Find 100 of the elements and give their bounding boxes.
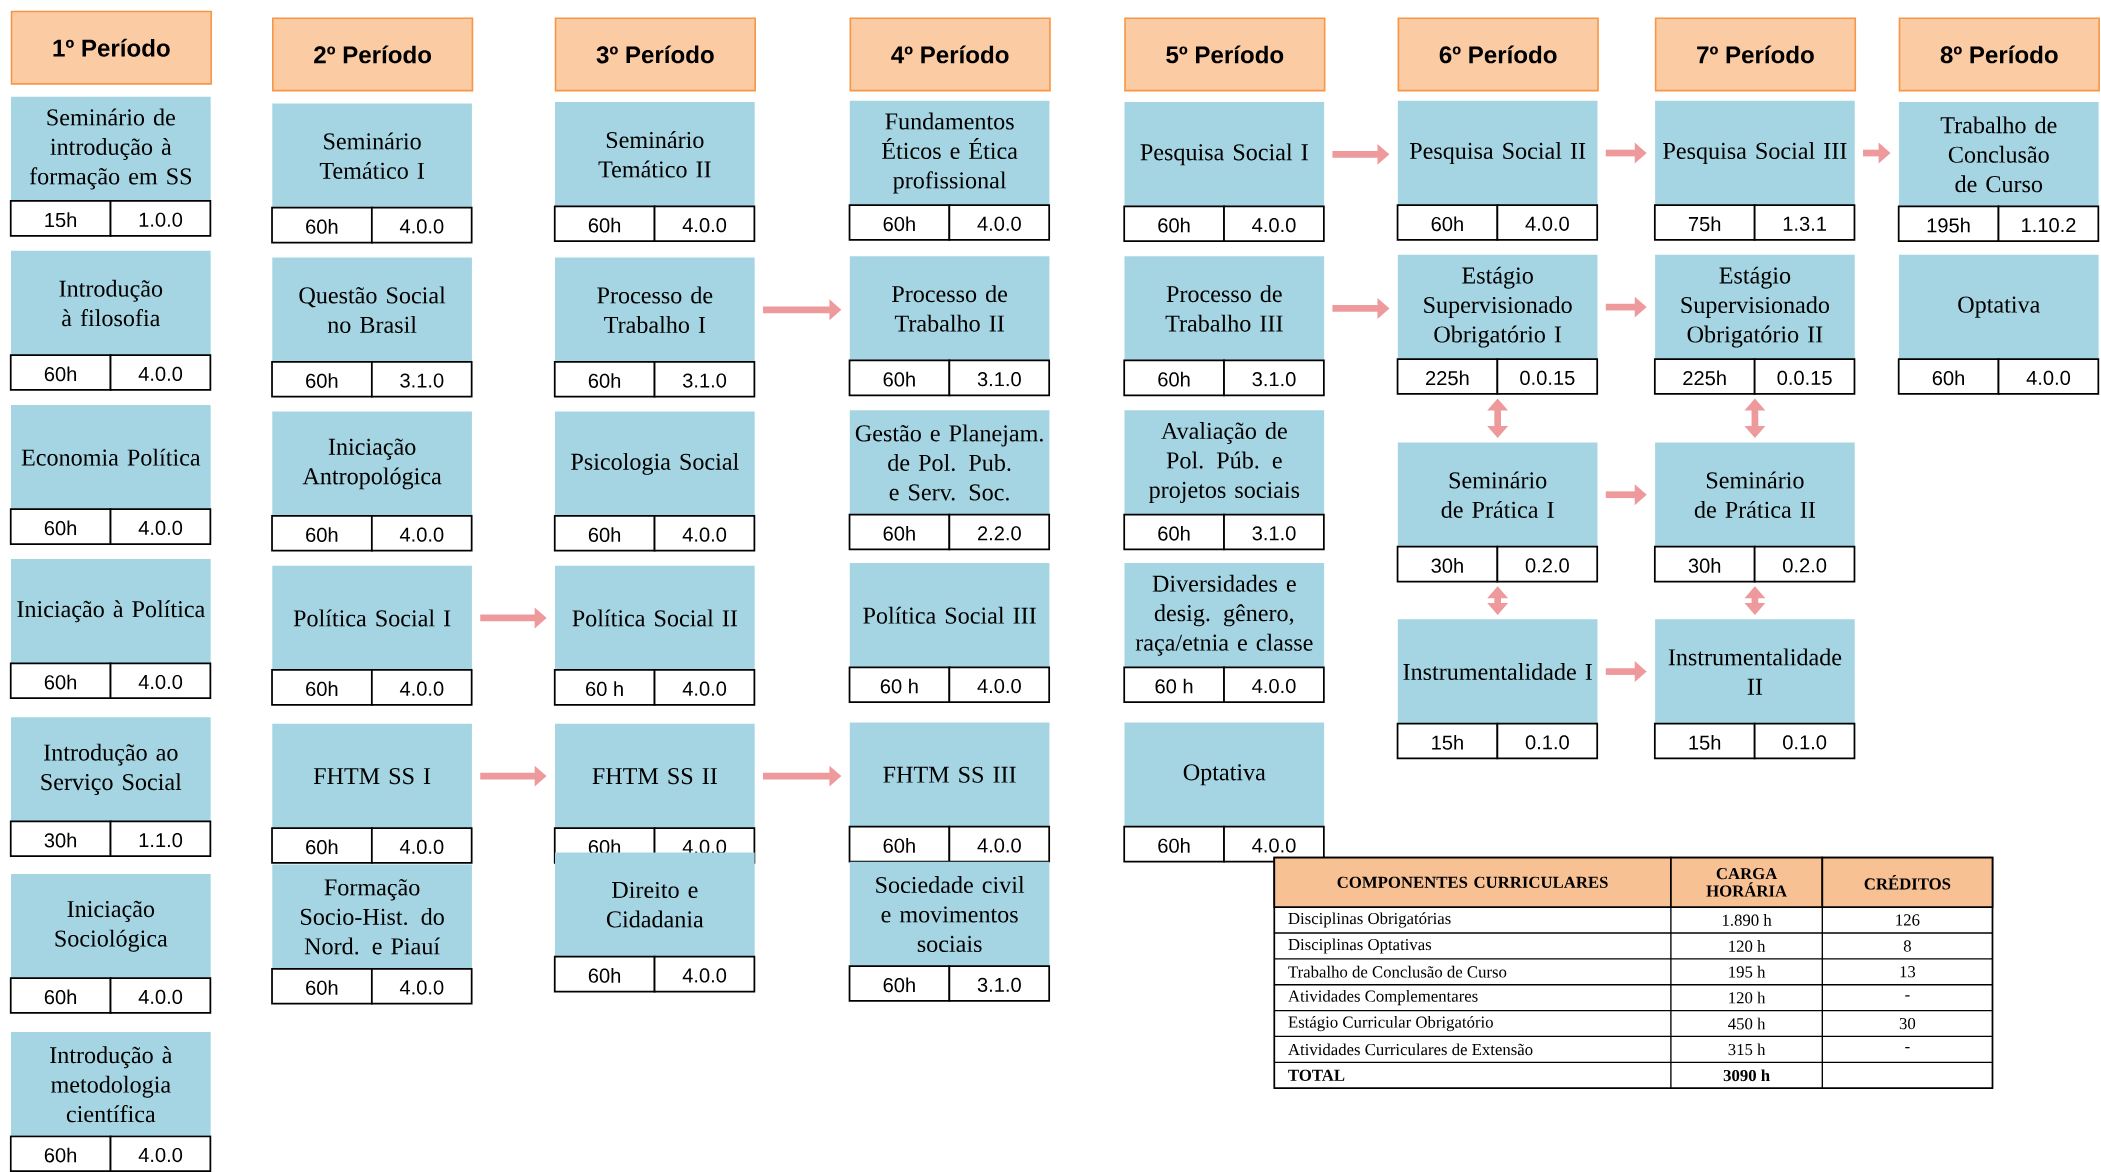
node-label: 4.0.0: [977, 216, 1021, 231]
node-label: 4.0.0: [399, 219, 444, 234]
course-box: Política Social I 60h 4.0.0: [271, 565, 473, 706]
node-label: 195h: [1927, 217, 1970, 233]
node-label: 1.1.0: [139, 832, 183, 848]
node-label: 4.0.0: [399, 980, 444, 995]
node-label: 60 h: [880, 678, 918, 694]
node-label: 60h: [883, 977, 915, 993]
table-text: Disciplinas Optativas: [1288, 938, 1432, 954]
table-text: Atividades Complementares: [1288, 989, 1478, 1005]
course-box: Fundamentos Éticos e Ética profissional 60h 4.0.0: [848, 100, 1051, 241]
course-box: Estágio Supervisionado Obrigatório I 225h 0.0.15: [1396, 254, 1599, 395]
node-label: 30h: [1431, 557, 1463, 573]
period-header: 5º Período: [1124, 17, 1326, 92]
course-box: Introdução à filosofia 60h 4.0.0: [9, 250, 212, 391]
node-label: 0.1.0: [1525, 735, 1569, 750]
node-label: 4.0.0: [682, 681, 727, 696]
course-box: Formação Socio-Hist. do Nord. e Piauí 60h 4.0.0: [271, 864, 473, 1005]
node-label: 4.0.0: [399, 839, 444, 854]
table-text: Estágio Curricular Obrigatório: [1288, 1015, 1493, 1031]
node-label: 4.0.0: [682, 968, 727, 983]
course-box: Política Social II 60 h 4.0.0: [553, 565, 756, 706]
node-label: 60h: [44, 674, 77, 690]
table-text: 120 h: [1729, 991, 1766, 1004]
node-label: 0.2.0: [1783, 558, 1827, 573]
node-label: 225h: [1683, 370, 1726, 386]
course-box: Economia Política 60h 4.0.0: [9, 404, 212, 545]
table-text: 30: [1899, 1017, 1916, 1029]
node-label: 60h: [588, 527, 621, 542]
period-header: 6º Período: [1397, 17, 1599, 92]
node-label: 4.0.0: [138, 989, 183, 1004]
node-label: 0.1.0: [1783, 735, 1827, 750]
table-text: 3090 h: [1723, 1069, 1770, 1081]
node-label: 3.1.0: [977, 371, 1021, 387]
period-header: 2º Período: [272, 17, 474, 92]
node-label: 4.0.0: [399, 681, 444, 696]
node-label: 4.0.0: [138, 674, 183, 689]
course-box: Sociedade civil e movimentos sociais 60h 3.1.0: [848, 861, 1051, 1002]
node-label: 0.0.15: [1520, 370, 1575, 385]
node-label: 60h: [883, 371, 915, 387]
node-label: 60h: [44, 989, 77, 1005]
node-label: 60h: [306, 979, 338, 995]
node-label: 4.0.0: [1525, 216, 1569, 231]
node-label: 60h: [306, 372, 338, 388]
course-box: Processo de Trabalho III 60h 3.1.0: [1123, 256, 1325, 396]
node-label: 4.0.0: [682, 217, 727, 233]
node-label: 15h: [45, 212, 77, 227]
node-label: 60h: [588, 372, 621, 388]
table-text: -: [1905, 1046, 1910, 1049]
course-box: Iniciação à Política 60h 4.0.0: [9, 558, 212, 699]
course-box: Pesquisa Social I 60h 4.0.0: [1123, 101, 1325, 242]
course-box: Diversidades e desig. gênero, raça/etnia e classe 60 h 4.0.0: [1123, 562, 1325, 703]
node-label: 3.1.0: [682, 373, 727, 388]
node-label: 4.0.0: [1252, 678, 1296, 693]
course-box: Política Social III 60 h 4.0.0: [848, 562, 1051, 703]
node-label: 15h: [1432, 734, 1463, 750]
table-text: -: [1905, 995, 1910, 997]
node-label: 1.3.1: [1783, 216, 1826, 231]
node-label: 60h: [588, 217, 621, 233]
course-box: Seminário Temático II 60h 4.0.0: [553, 101, 756, 242]
table-text: Disciplinas Obrigatórias: [1288, 912, 1451, 928]
node-label: 2.2.0: [977, 525, 1021, 541]
node-label: 60h: [1158, 837, 1190, 853]
table-text: 315 h: [1728, 1043, 1766, 1055]
table-text: 126: [1896, 914, 1920, 926]
node-label: 30h: [1688, 557, 1721, 573]
node-label: 60h: [1158, 371, 1190, 387]
course-box: Seminário Temático I 60h 4.0.0: [271, 103, 473, 244]
course-box: Seminário de Prática II 30h 0.2.0: [1653, 442, 1856, 583]
node-label: 15h: [1689, 734, 1721, 750]
node-label: 60h: [1431, 216, 1463, 231]
course-box: Direito e Cidadania 60h 4.0.0: [553, 852, 756, 993]
period-header: 3º Período: [554, 17, 756, 92]
node-label: 3.1.0: [400, 373, 444, 388]
node-label: 60h: [306, 839, 338, 854]
course-box: Instrumentalidade I 15h 0.1.0: [1396, 619, 1599, 760]
course-box: Processo de Trabalho II 60h 3.1.0: [848, 256, 1051, 396]
node-label: 4.0.0: [399, 527, 444, 542]
table-text: 120 h: [1729, 939, 1766, 952]
course-box: Optativa 60h 4.0.0: [1897, 254, 2100, 395]
node-label: 4.0.0: [1252, 217, 1296, 233]
course-box: Trabalho de Conclusão de Curso 195h 1.10.2: [1897, 101, 2100, 242]
table-text: Trabalho de Conclusão de Curso: [1288, 965, 1507, 978]
node-label: 60h: [883, 837, 915, 853]
node-label: 4.0.0: [138, 1147, 183, 1162]
node-label: 4.0.0: [138, 520, 183, 535]
course-box: Avaliação de Pol. Púb. e projetos sociais 60h 3.1.0: [1123, 410, 1325, 551]
course-box: Questão Social no Brasil 60h 3.1.0: [271, 257, 473, 398]
course-box: Estágio Supervisionado Obrigatório II 225h 0.0.15: [1653, 254, 1856, 395]
node-label: 60h: [1158, 525, 1190, 541]
node-label: 225h: [1426, 370, 1469, 386]
node-label: 4.0.0: [1252, 838, 1296, 853]
node-label: 60 h: [586, 681, 623, 696]
node-label: 4.0.0: [682, 527, 727, 542]
node-label: 30h: [44, 832, 77, 848]
course-box: Introdução ao Serviço Social 30h 1.1.0: [9, 716, 212, 857]
node-label: 4.0.0: [977, 678, 1021, 693]
node-label: 3.1.0: [1252, 525, 1296, 541]
node-label: 60 h: [1155, 678, 1193, 694]
period-header: 8º Período: [1898, 17, 2100, 92]
